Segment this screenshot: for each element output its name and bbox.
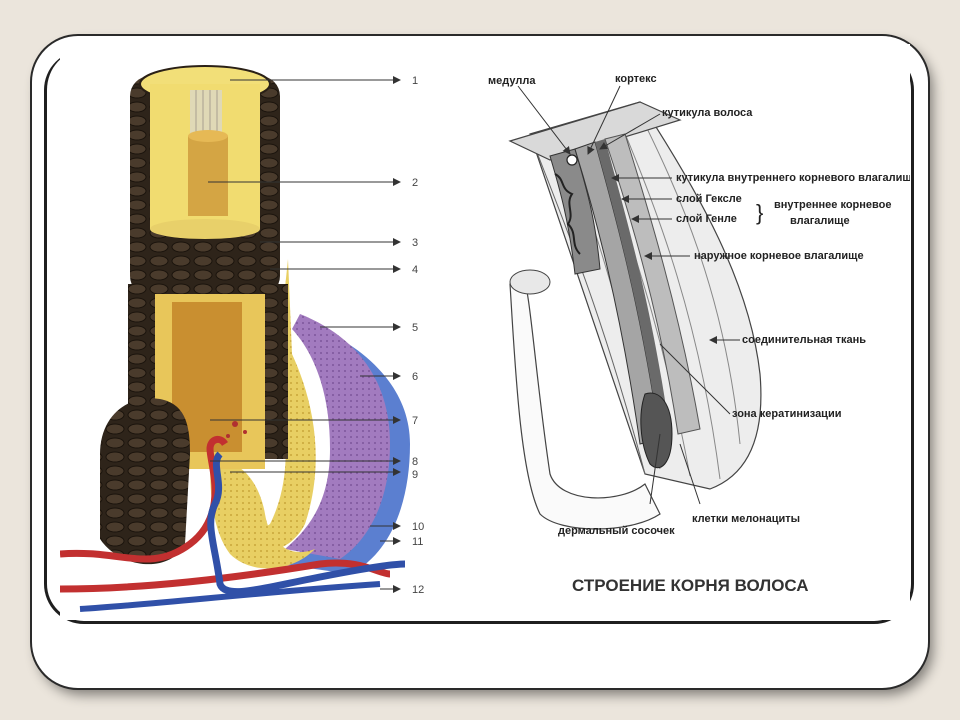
num-9: 9 bbox=[412, 469, 418, 481]
label-henle-layer: слой Генле bbox=[676, 213, 737, 225]
num-1: 1 bbox=[412, 75, 418, 87]
brace-icon: } bbox=[756, 200, 763, 225]
papilla bbox=[210, 462, 315, 569]
left-hair-cross-section bbox=[60, 65, 410, 612]
label-cortex: кортекс bbox=[615, 73, 657, 85]
num-10: 10 bbox=[412, 521, 424, 533]
label-connective: соединительная ткань bbox=[742, 334, 866, 346]
label-melanocytes: клетки мелонациты bbox=[692, 513, 800, 525]
label-inner-sheath-2: влагалище bbox=[790, 215, 850, 227]
vein bbox=[207, 451, 406, 596]
medulla-core bbox=[188, 136, 228, 216]
hair-diagrams: 1 2 3 4 5 6 7 8 9 10 11 12 bbox=[60, 44, 910, 620]
slide-picture: 1 2 3 4 5 6 7 8 9 10 11 12 bbox=[60, 44, 910, 620]
outer-tube bbox=[509, 273, 661, 530]
purple-layer bbox=[285, 314, 390, 559]
num-3: 3 bbox=[412, 237, 418, 249]
num-7: 7 bbox=[412, 415, 418, 427]
label-outer-sheath: наружное корневое влагалище bbox=[694, 250, 864, 262]
label-papilla: дермальный сосочек bbox=[558, 525, 675, 537]
num-8: 8 bbox=[412, 456, 418, 468]
num-2: 2 bbox=[412, 177, 418, 189]
slide-inner-border bbox=[44, 50, 914, 624]
label-inner-sheath-1: внутреннее корневое bbox=[774, 199, 891, 211]
right-leader-lines bbox=[517, 85, 740, 505]
right-labels: медулла кортекс кутикула волоса кутикула… bbox=[488, 73, 910, 595]
num-4: 4 bbox=[412, 264, 418, 276]
right-hair-root-diagram bbox=[508, 101, 762, 530]
num-12: 12 bbox=[412, 584, 424, 596]
yellow-sheath bbox=[240, 259, 316, 553]
melanocyte-cluster bbox=[640, 392, 673, 469]
label-inner-sheath-cuticle: кутикула внутреннего корневого влагалища bbox=[676, 172, 910, 184]
label-hair-cuticle: кутикула волоса bbox=[662, 107, 753, 119]
num-11: 11 bbox=[412, 536, 423, 548]
label-huxley-layer: слой Гексле bbox=[676, 193, 742, 205]
diagram-caption: СТРОЕНИЕ КОРНЯ ВОЛОСА bbox=[572, 576, 809, 595]
label-medulla: медулла bbox=[488, 75, 536, 87]
label-keratin-zone: зона кератинизации bbox=[732, 408, 841, 420]
num-6: 6 bbox=[412, 371, 418, 383]
dark-bulb bbox=[100, 398, 190, 565]
num-5: 5 bbox=[412, 322, 418, 334]
left-number-labels: 1 2 3 4 5 6 7 8 9 10 11 12 bbox=[208, 75, 424, 596]
